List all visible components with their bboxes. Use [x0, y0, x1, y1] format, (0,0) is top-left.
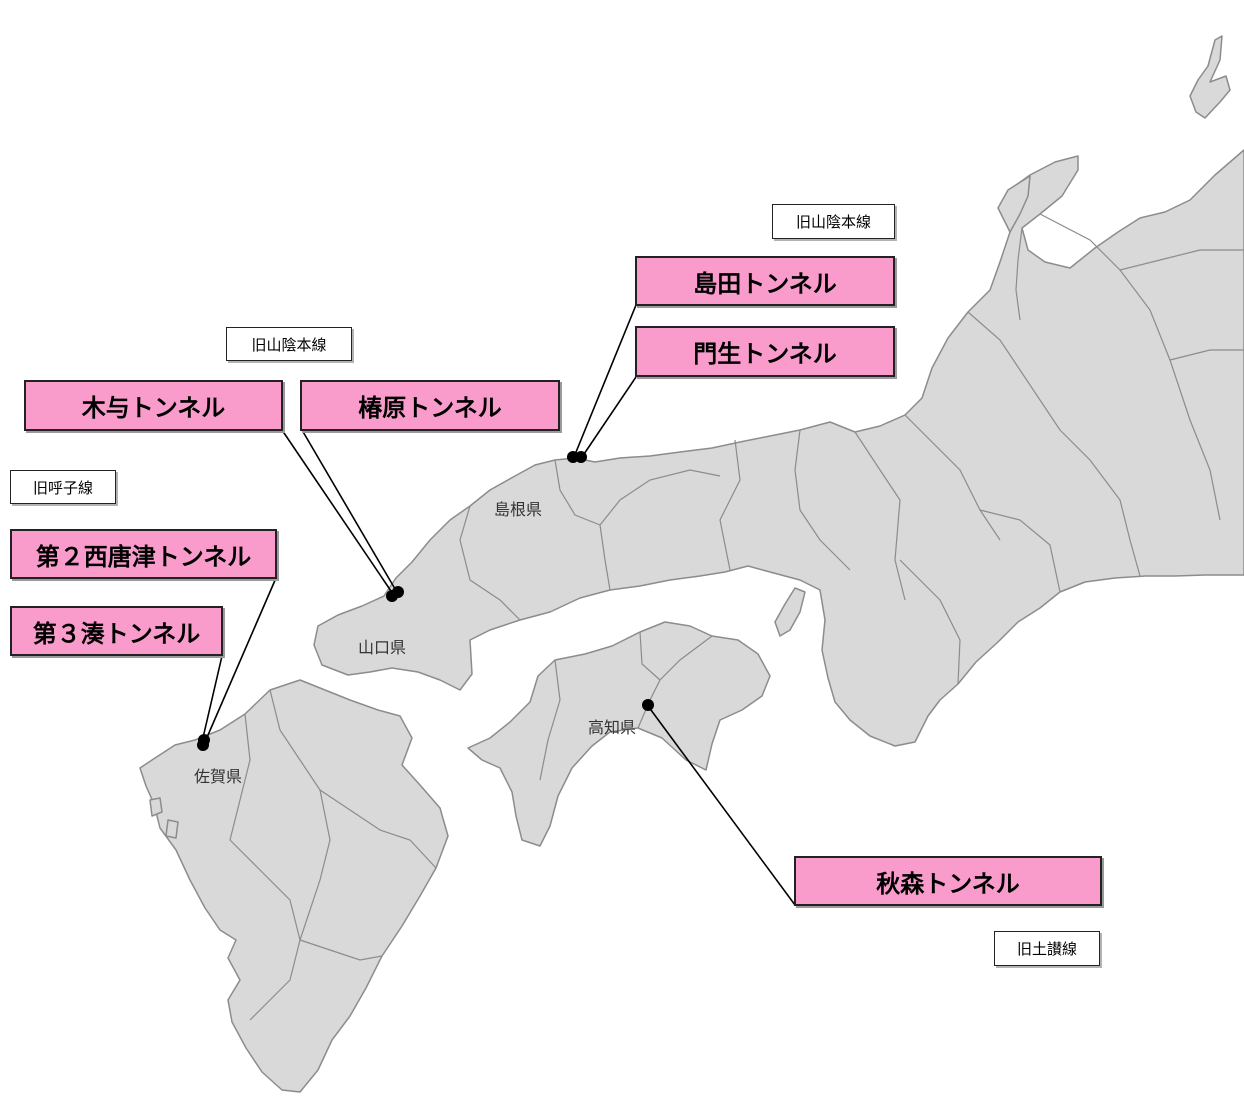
prefecture-label-saga: 佐賀県: [194, 767, 243, 786]
line-label-sanin-west: 旧山陰本線: [226, 327, 352, 361]
leader-lines: [201, 304, 796, 906]
line-label-yobuko: 旧呼子線: [10, 470, 116, 504]
prefecture-label-kochi: 高知県: [588, 718, 637, 737]
honshu-landmass: [313, 149, 1244, 747]
leader-monyu: [581, 376, 637, 458]
leader-minato3: [201, 655, 223, 743]
shikoku-landmass: [467, 621, 771, 847]
marker-akimori: [642, 699, 654, 711]
tunnel-label-akimori[interactable]: 秋森トンネル: [794, 856, 1102, 906]
tunnel-label-minato3[interactable]: 第３湊トンネル: [10, 606, 223, 656]
prefecture-borders: [229, 213, 1244, 1021]
kyushu-landmass: [139, 679, 449, 1093]
northern-island: [1189, 35, 1231, 119]
line-label-dosan: 旧土讃線: [994, 931, 1100, 966]
line-label-sanin-east: 旧山陰本線: [772, 204, 895, 239]
goto-islands: [149, 797, 179, 839]
tunnel-label-shimada[interactable]: 島田トンネル: [635, 256, 895, 306]
prefecture-label-yamaguchi: 山口県: [358, 638, 407, 657]
leader-tsubakihara: [301, 429, 399, 595]
marker-minato3: [197, 739, 209, 751]
leader-nishikaratsu2: [204, 577, 277, 743]
tunnel-label-monyu[interactable]: 門生トンネル: [635, 326, 895, 377]
tunnel-markers: [197, 451, 654, 751]
awaji-island: [774, 587, 806, 637]
marker-tsubakihara: [392, 586, 404, 598]
tunnel-label-kiyo[interactable]: 木与トンネル: [24, 380, 283, 431]
tunnel-label-nishikaratsu2[interactable]: 第２西唐津トンネル: [10, 529, 277, 579]
leader-shimada: [573, 304, 637, 458]
prefecture-label-shimane: 島根県: [494, 500, 543, 519]
tunnel-label-tsubakihara[interactable]: 椿原トンネル: [300, 380, 560, 431]
noto-peninsula: [997, 175, 1031, 233]
marker-monyu: [575, 451, 587, 463]
leader-kiyo: [281, 429, 394, 595]
leader-akimori: [647, 705, 796, 906]
